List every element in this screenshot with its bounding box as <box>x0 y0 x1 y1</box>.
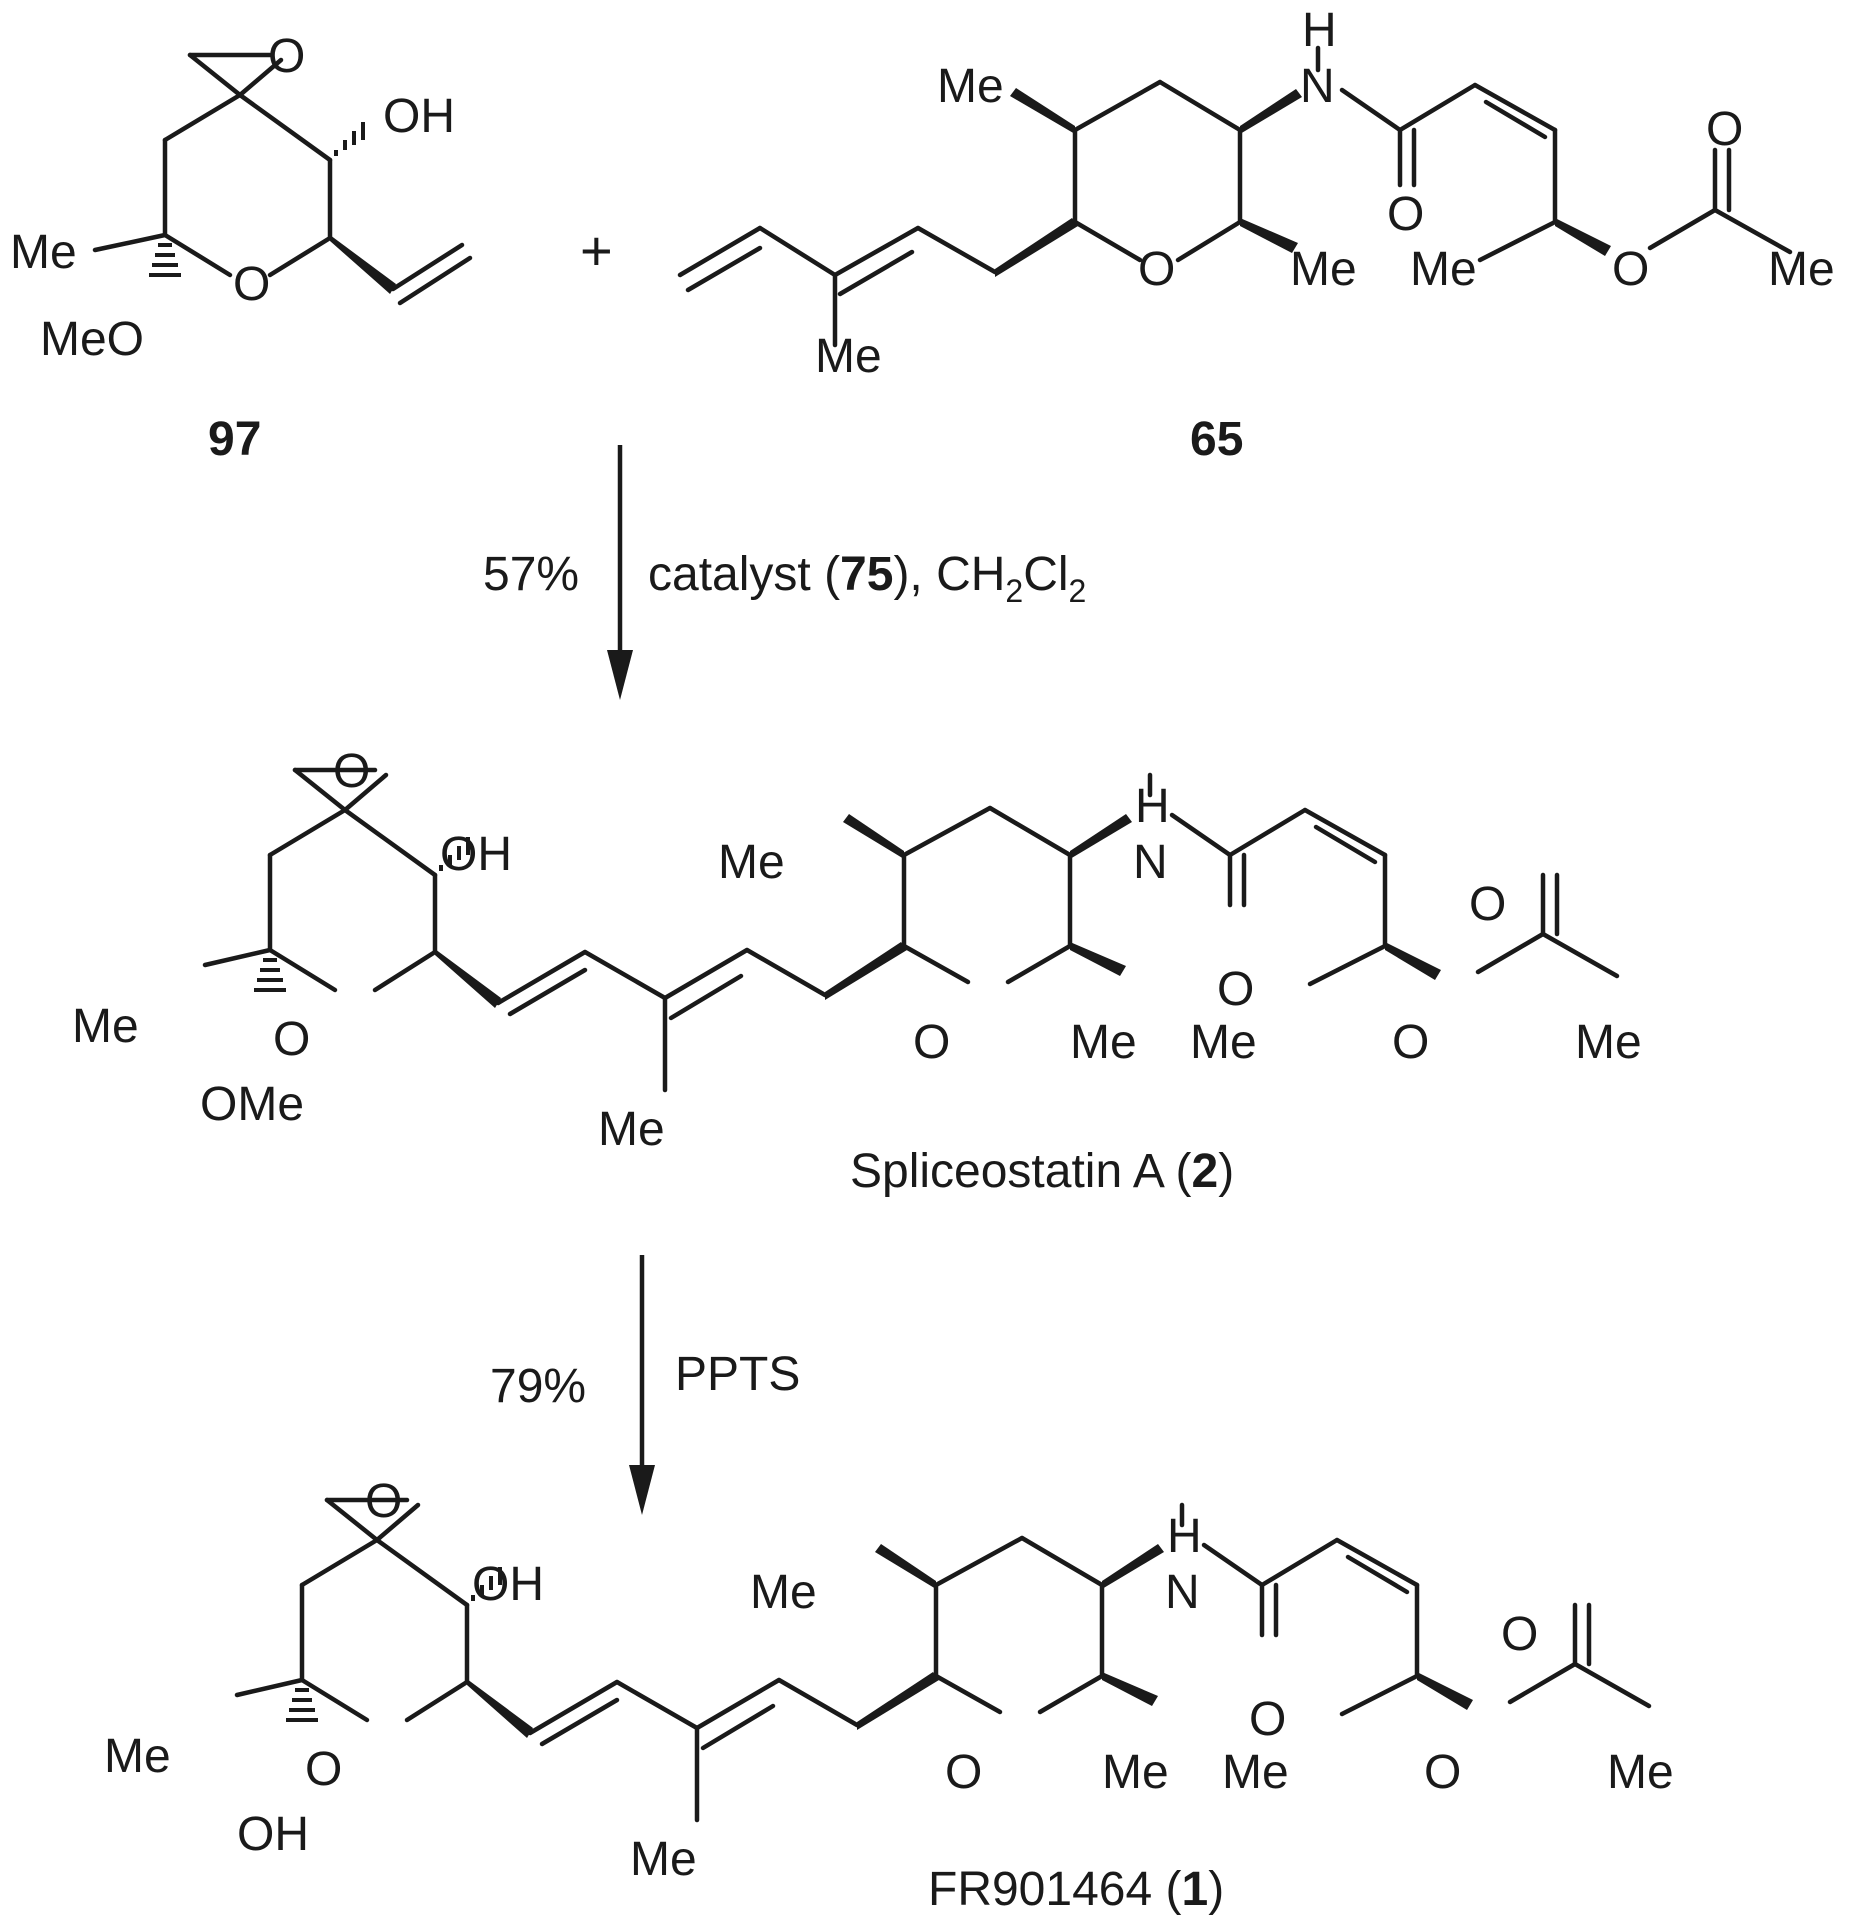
ester-o-label-1: O <box>1424 1746 1461 1799</box>
amide-o-label-2: O <box>1217 963 1254 1016</box>
ester-o-label-65: O <box>1612 243 1649 296</box>
nh-n-label-65: N <box>1300 60 1335 113</box>
nh-h-label-1: H <box>1167 1510 1202 1563</box>
reaction-arrow-1-head <box>607 650 633 700</box>
epoxide-o-label-1: O <box>365 1475 402 1528</box>
hydroxyl-label-1-hemiketal: OH <box>237 1808 309 1861</box>
methyl-label-65-diene: Me <box>815 330 882 383</box>
nh-n-label-1: N <box>1165 1566 1200 1619</box>
methyl-label-2-ring: Me <box>1070 1016 1137 1069</box>
compound-name-1: FR901464 (1) <box>928 1863 1224 1916</box>
step1-yield: 57% <box>483 548 579 601</box>
carbonyl-o-label-1: O <box>1501 1608 1538 1661</box>
ester-o-label-2: O <box>1392 1016 1429 1069</box>
ring-o-label-97: O <box>233 258 270 311</box>
methyl-label-2-chain: Me <box>1190 1016 1257 1069</box>
plus-sign: + <box>580 219 613 282</box>
compound-65-structure <box>677 45 1793 348</box>
ring-o-label-65: O <box>1138 243 1175 296</box>
compound-97-hashes <box>149 122 365 277</box>
step1-reagent: catalyst (75), CH2Cl2 <box>648 548 1086 609</box>
hydroxyl-label-2: OH <box>440 828 512 881</box>
epoxide-o-label-97: O <box>268 30 305 83</box>
hydroxyl-label-1-top: OH <box>472 1558 544 1611</box>
compound-97-structure <box>92 52 473 306</box>
carbonyl-o-label-2: O <box>1469 878 1506 931</box>
methyl-label-65-chain: Me <box>1410 243 1477 296</box>
ring-o-label-2-right: O <box>913 1016 950 1069</box>
compound-name-2: Spliceostatin A (2) <box>850 1145 1234 1198</box>
methyl-label-1-ring: Me <box>1102 1746 1169 1799</box>
methyl-label-1-top: Me <box>750 1566 817 1619</box>
methoxy-label-97: MeO <box>40 313 144 366</box>
carbonyl-o-label-65: O <box>1706 103 1743 156</box>
acetyl-me-label-1: Me <box>1607 1746 1674 1799</box>
reaction-arrow-2-head <box>629 1465 655 1515</box>
methyl-label-2-top: Me <box>718 836 785 889</box>
ring-o-label-2-left: O <box>273 1013 310 1066</box>
amide-o-label-1: O <box>1249 1693 1286 1746</box>
fr901464-hashes <box>286 1567 502 1722</box>
methyl-label-1-left: Me <box>104 1730 171 1783</box>
step2-reagent: PPTS <box>675 1348 800 1401</box>
nh-h-label-2: H <box>1135 780 1170 833</box>
nh-h-label-65: H <box>1302 4 1337 57</box>
methyl-label-65-top: Me <box>937 60 1004 113</box>
epoxide-o-label-2: O <box>333 745 370 798</box>
nh-n-label-2: N <box>1133 836 1168 889</box>
acetyl-me-label-65: Me <box>1768 243 1835 296</box>
ring-o-label-1-left: O <box>305 1743 342 1796</box>
spliceostatin-a-hashes <box>254 837 470 992</box>
methyl-label-97: Me <box>10 226 77 279</box>
ring-o-label-1-right: O <box>945 1746 982 1799</box>
compound-number-97: 97 <box>208 413 261 466</box>
acetyl-me-label-2: Me <box>1575 1016 1642 1069</box>
compound-number-65: 65 <box>1190 413 1243 466</box>
methoxy-label-2: OMe <box>200 1078 304 1131</box>
amide-o-label-65: O <box>1387 188 1424 241</box>
fr901464-structure <box>234 1497 1652 1823</box>
methyl-label-65-ring: Me <box>1290 243 1357 296</box>
methyl-label-1-diene: Me <box>630 1833 697 1886</box>
spliceostatin-a-structure <box>202 767 1620 1093</box>
methyl-label-2-left: Me <box>72 1000 139 1053</box>
methyl-label-2-diene: Me <box>598 1103 665 1156</box>
step2-yield: 79% <box>490 1360 586 1413</box>
hydroxyl-label-97: OH <box>383 90 455 143</box>
methyl-label-1-chain: Me <box>1222 1746 1289 1799</box>
